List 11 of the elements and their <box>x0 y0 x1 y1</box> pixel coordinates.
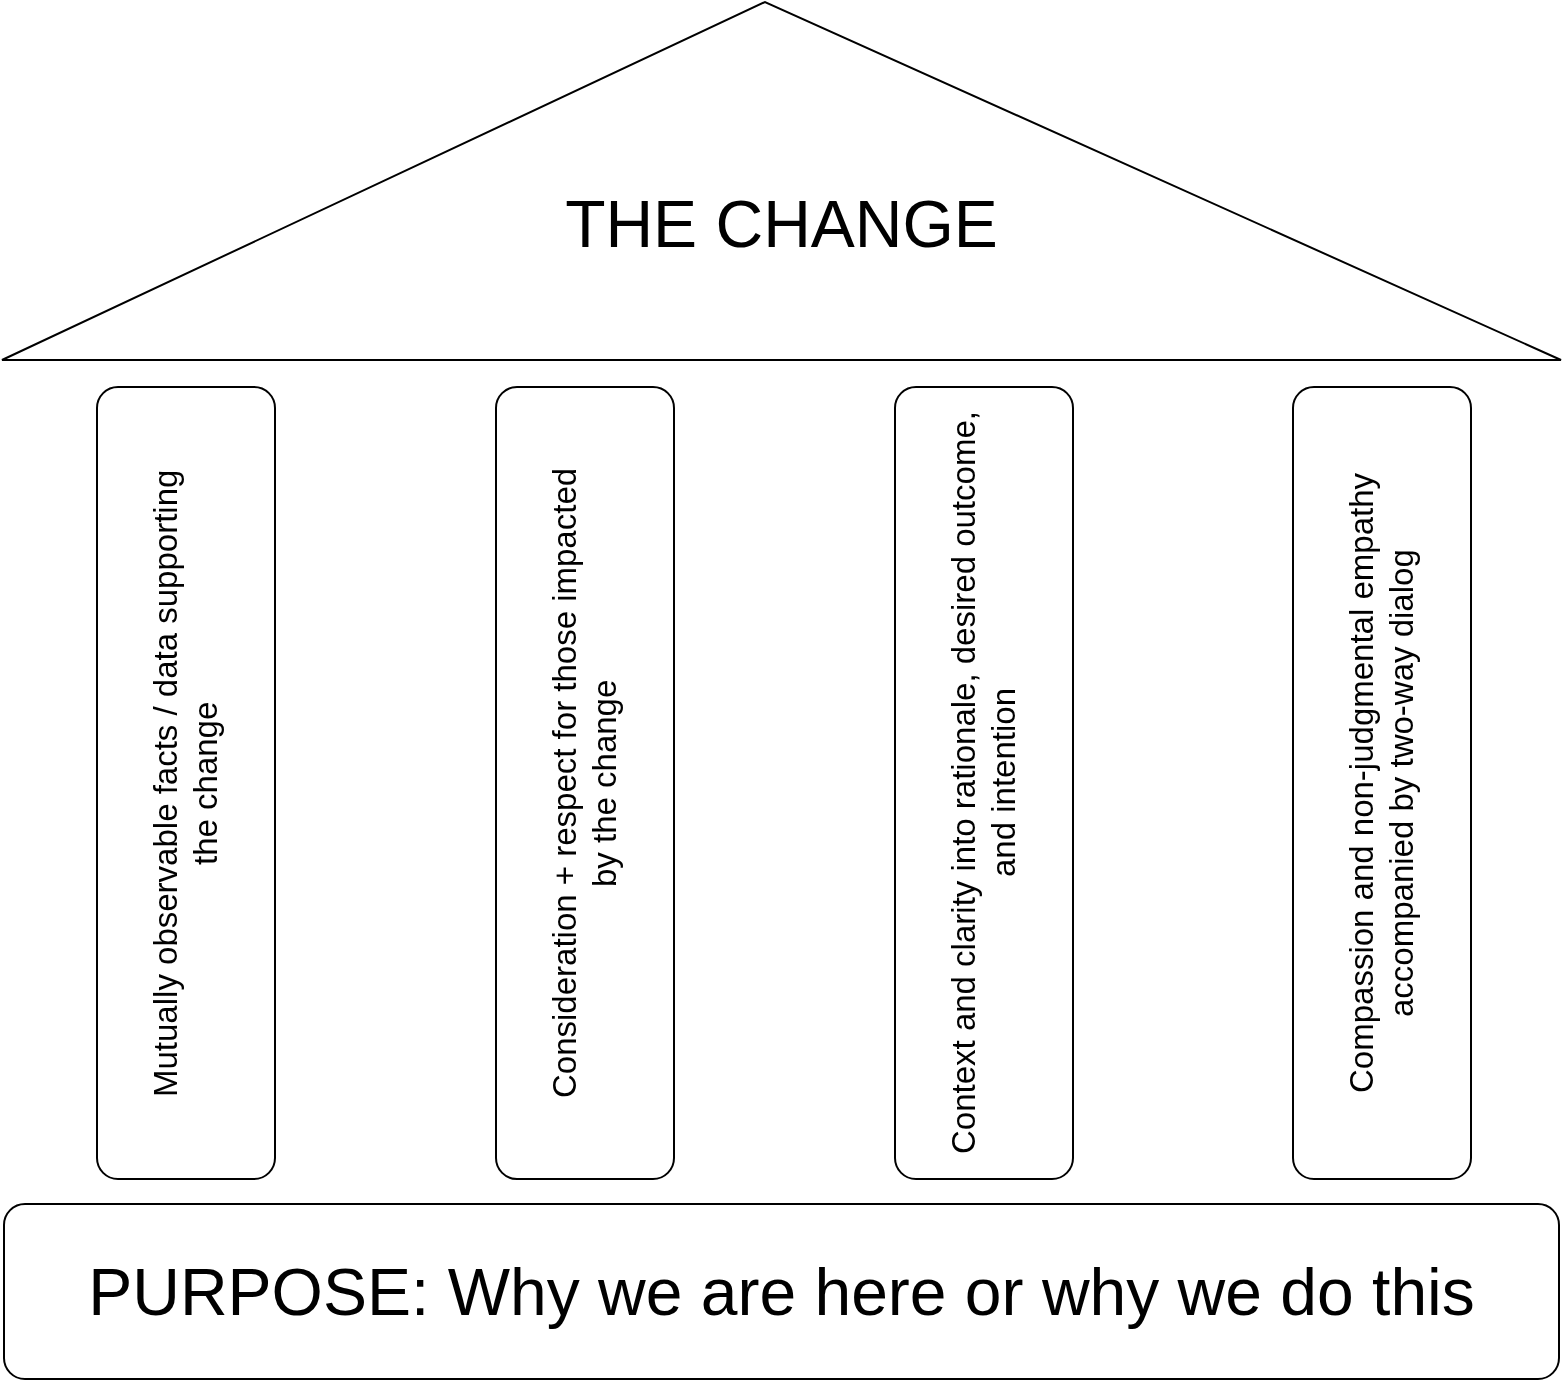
pillar-box <box>1292 386 1472 1180</box>
roof-title: THE CHANGE <box>565 186 998 262</box>
pillar-label: Consideration + respect for those impacted by the change <box>545 466 624 1101</box>
pillar-box <box>96 386 276 1180</box>
foundation-label: PURPOSE: Why we are here or why we do this <box>88 1253 1475 1330</box>
pillar-label: Mutually observable facts / data supporting the change <box>146 468 225 1099</box>
pillar-box <box>894 386 1074 1180</box>
foundation-box <box>3 1203 1560 1380</box>
pillar-label: Compassion and non-judgmental empathy accompanied by two-way dialog <box>1342 472 1421 1096</box>
pillar-box <box>495 386 675 1180</box>
pillar-label: Context and clarity into rationale, desired outcome, and intention <box>944 410 1023 1157</box>
